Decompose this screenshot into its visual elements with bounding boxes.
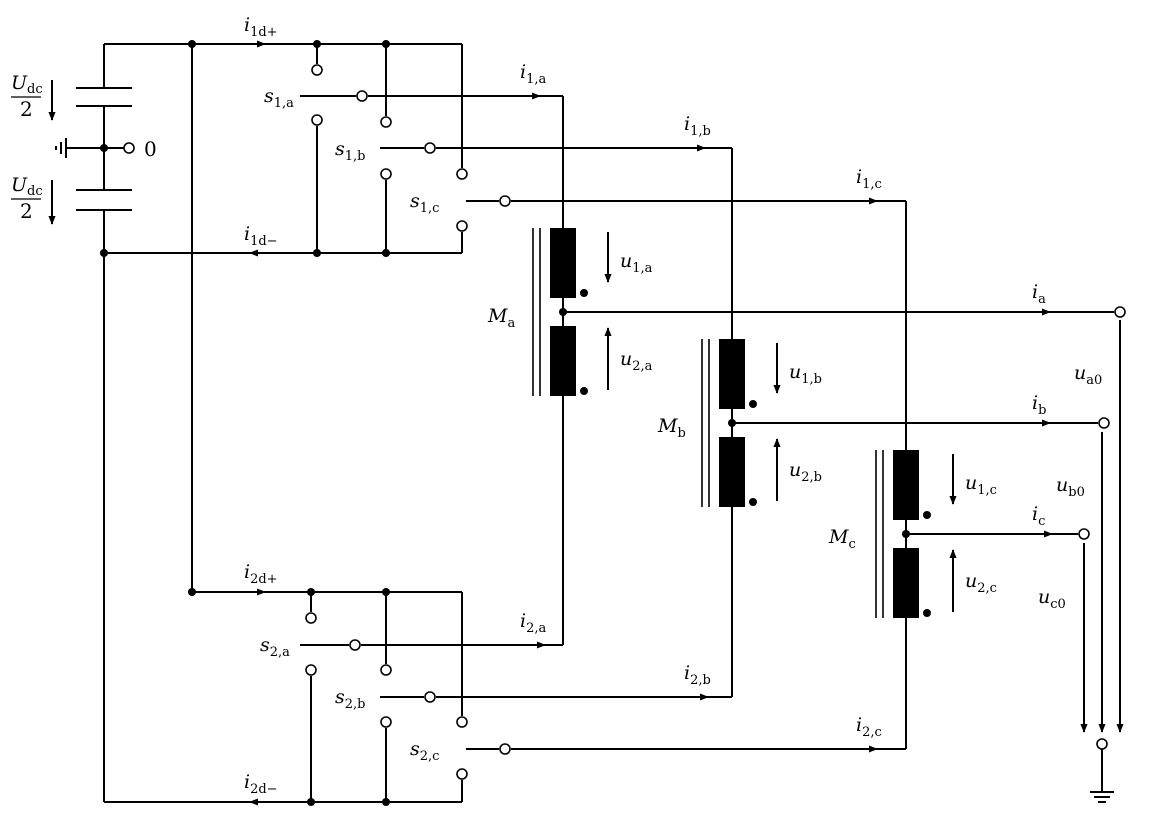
label-Mb: Mb bbox=[657, 415, 686, 441]
svg-text:Udc: Udc bbox=[11, 174, 43, 199]
svg-text:2: 2 bbox=[20, 97, 33, 121]
label-ia: ia bbox=[1032, 281, 1046, 307]
udc-top-label: Udc 2 bbox=[11, 72, 56, 121]
midpoint-label: 0 bbox=[144, 137, 157, 161]
upper-inverter bbox=[100, 40, 511, 257]
output-terminals bbox=[1080, 320, 1124, 803]
label-i2d-minus: i2d− bbox=[244, 771, 278, 797]
svg-text:Udc: Udc bbox=[11, 72, 43, 97]
label-s2a: s2,a bbox=[260, 634, 290, 660]
label-s1b: s1,b bbox=[335, 138, 366, 164]
svg-text:2: 2 bbox=[20, 199, 33, 223]
ground-icon bbox=[55, 138, 67, 158]
ground-icon bbox=[1090, 791, 1114, 803]
label-i1d-minus: i1d− bbox=[244, 223, 278, 249]
label-i1a: i1,a bbox=[520, 61, 546, 87]
label-Ma: Ma bbox=[487, 305, 515, 331]
label-i2a: i2,a bbox=[520, 610, 546, 636]
label-i1b: i1,b bbox=[684, 113, 711, 139]
label-i2c: i2,c bbox=[856, 714, 882, 740]
udc-bottom-label: Udc 2 bbox=[11, 174, 56, 225]
inductor-a bbox=[532, 228, 1126, 396]
label-s1c: s1,c bbox=[410, 190, 439, 216]
label-ua0: ua0 bbox=[1074, 362, 1102, 388]
label-u1b: u1,b bbox=[789, 361, 822, 387]
label-uc0: uc0 bbox=[1038, 586, 1066, 612]
label-ic: ic bbox=[1032, 503, 1045, 529]
label-ub0: ub0 bbox=[1056, 474, 1085, 500]
label-u2b: u2,b bbox=[789, 459, 822, 485]
label-i1c: i1,c bbox=[856, 166, 882, 192]
lower-inverter bbox=[104, 44, 511, 806]
midpoint-terminal bbox=[123, 142, 135, 154]
label-i2d-plus: i2d+ bbox=[244, 561, 278, 587]
label-s2b: s2,b bbox=[335, 686, 366, 712]
inductor-c bbox=[875, 450, 1090, 618]
label-s2c: s2,c bbox=[410, 738, 439, 764]
label-u1c: u1,c bbox=[965, 472, 997, 498]
label-i2b: i2,b bbox=[684, 662, 711, 688]
label-s1a: s1,a bbox=[264, 85, 294, 111]
leg-wires bbox=[361, 92, 907, 753]
inductor-b bbox=[701, 339, 1110, 507]
label-u2c: u2,c bbox=[965, 570, 997, 596]
label-Mc: Mc bbox=[828, 526, 856, 552]
neutral-terminal bbox=[1096, 738, 1108, 750]
label-ib: ib bbox=[1032, 392, 1046, 418]
label-u2a: u2,a bbox=[620, 348, 653, 374]
label-i1d-plus: i1d+ bbox=[244, 14, 278, 40]
label-u1a: u1,a bbox=[620, 250, 653, 276]
dc-source: 0 Udc 2 Udc 2 bbox=[11, 44, 157, 802]
